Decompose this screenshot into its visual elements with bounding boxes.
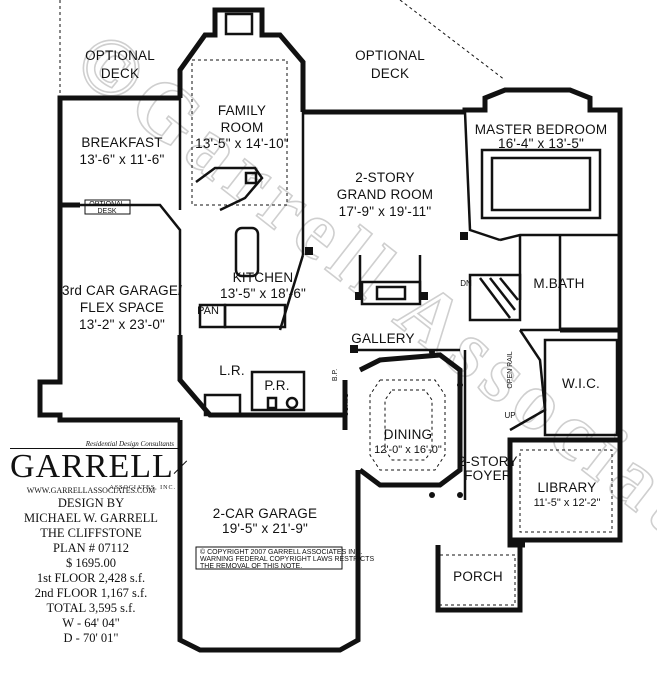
pr-label: P.R.	[264, 378, 289, 393]
family-room-label-2: ROOM	[221, 120, 264, 135]
optional-desk-label-2: DESK	[97, 208, 116, 215]
optional-deck-right-2: DECK	[371, 66, 409, 81]
copyright-line-2: WARNING FEDERAL COPYRIGHT LAWS RESTRICTS	[200, 556, 374, 563]
foyer-label-2: FOYER	[464, 468, 512, 483]
width: W - 64' 04"	[62, 616, 120, 630]
lr-label: L.R.	[219, 363, 245, 378]
garage-label: 2-CAR GARAGE	[213, 506, 317, 521]
kitchen-label: KITCHEN	[233, 270, 294, 285]
flex-label: 3rd CAR GARAGE/	[62, 283, 182, 298]
exterior-walls	[37, 7, 623, 653]
dashed-lines	[59, 0, 516, 606]
plan-number: PLAN # 07112	[53, 541, 129, 555]
total-area: TOTAL 3,595 s.f.	[46, 601, 136, 615]
dn-label: DN	[460, 279, 472, 288]
brand-name: GARRELL	[10, 448, 174, 485]
breakfast-label: BREAKFAST	[81, 135, 162, 150]
copyright-box	[195, 546, 343, 570]
flex-size: 13'-2" x 23'-0"	[79, 317, 165, 332]
family-room-size: 13'-5" x 14'-10"	[195, 136, 289, 151]
plan-name: THE CLIFFSTONE	[40, 526, 142, 540]
optional-desk-label-1: OPTIONAL	[89, 201, 125, 208]
brand-logo: GARRELL	[10, 448, 187, 485]
grand-room-label-2: GRAND ROOM	[337, 187, 434, 202]
porch-label: PORCH	[453, 569, 503, 584]
foyer-label: 2-STORY	[458, 454, 517, 469]
master-bedroom-size: 16'-4" x 13'-5"	[498, 136, 584, 151]
grand-room-size: 17'-9" x 19'-11"	[339, 204, 432, 219]
up-label: UP	[504, 411, 515, 420]
copyright-line-1: © COPYRIGHT 2007 GARRELL ASSOCIATES INC.	[200, 548, 362, 556]
website: WWW.GARRELLASSOCIATES.COM	[26, 486, 156, 495]
open-rail-label: OPEN RAIL	[507, 351, 514, 388]
brand-block: Residential Design Consultants GARRELL A…	[10, 440, 187, 491]
copyright-line-3: THE REMOVAL OF THIS NOTE.	[200, 563, 302, 570]
master-bedroom-label: MASTER BEDROOM	[475, 122, 608, 137]
dining-size: 12'-0" x 16'-0"	[374, 444, 442, 456]
library-size: 11'-5" x 12'-2"	[534, 497, 601, 509]
mbath-label: M.BATH	[533, 276, 584, 291]
optional-deck-left-1: OPTIONAL	[85, 48, 155, 63]
columns	[305, 232, 468, 498]
gallery-label: GALLERY	[351, 331, 414, 346]
optional-deck-left-2: DECK	[101, 66, 139, 81]
library-label: LIBRARY	[538, 480, 597, 495]
design-by: DESIGN BY	[57, 496, 125, 510]
dining-label: DINING	[384, 427, 432, 442]
kitchen-size: 13'-5" x 18'-6"	[220, 286, 306, 301]
garage-size: 19'-5" x 21'-9"	[222, 521, 308, 536]
brand-tagline: Residential Design Consultants	[10, 440, 180, 449]
optional-deck-right-1: OPTIONAL	[355, 48, 425, 63]
brand-assoc: ASSOCIATES, INC.	[109, 485, 176, 491]
designer: MICHAEL W. GARRELL	[24, 511, 158, 525]
price: $ 1695.00	[66, 556, 116, 570]
pan-label: PAN	[197, 305, 219, 317]
wic-label: W.I.C.	[562, 376, 600, 391]
plan-details: WWW.GARRELLASSOCIATES.COM DESIGN BY MICH…	[0, 486, 182, 646]
coats-label: COATS	[343, 393, 350, 417]
flex-label-2: FLEX SPACE	[80, 300, 164, 315]
depth: D - 70' 01"	[63, 631, 119, 645]
family-room-label: FAMILY	[218, 103, 266, 118]
first-floor-area: 1st FLOOR 2,428 s.f.	[36, 571, 146, 585]
bp-label: B.P.	[332, 369, 339, 381]
second-floor-area: 2nd FLOOR 1,167 s.f.	[34, 586, 148, 600]
grand-room-label: 2-STORY	[355, 170, 414, 185]
breakfast-size: 13'-6" x 11'-6"	[79, 152, 164, 167]
interior-walls	[80, 12, 620, 533]
